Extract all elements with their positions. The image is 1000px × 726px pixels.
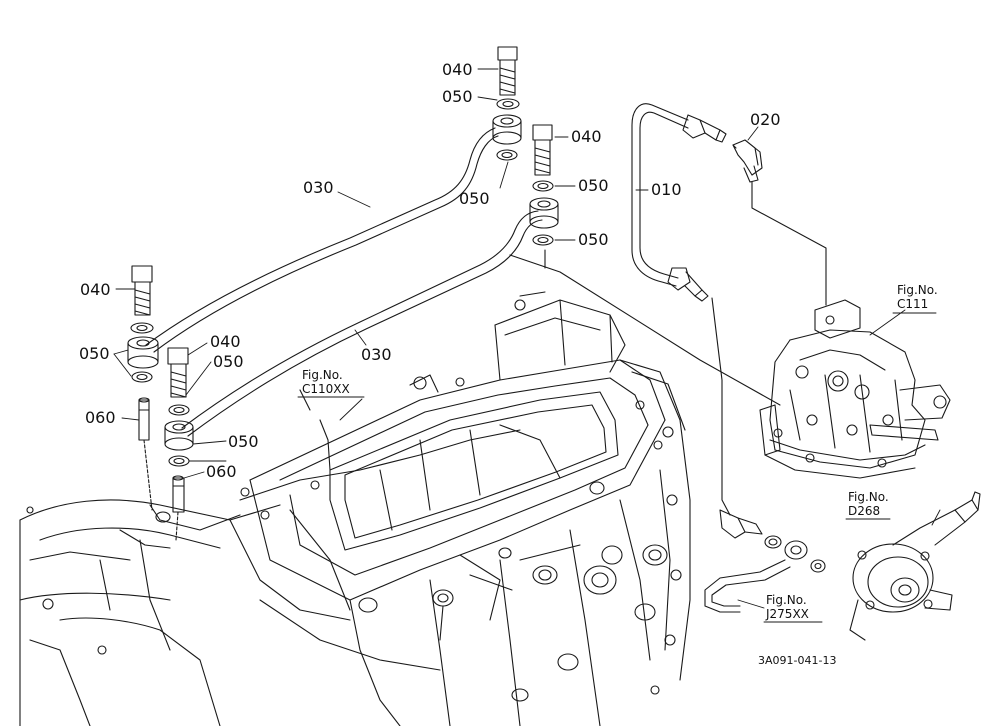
- fig-underlines: [297, 312, 937, 623]
- fig-ref-c111-number: C111: [897, 297, 929, 311]
- hydraulic-pump: [849, 491, 981, 641]
- washer-050-mid: [532, 180, 554, 192]
- pipe-030-lower: [181, 210, 543, 437]
- bolt-040-top: [497, 46, 518, 96]
- fig-ref-c110xx-title: Fig.No.: [302, 368, 343, 382]
- fig-ref-d268-number: D268: [848, 504, 881, 518]
- pipe-030-upper: [145, 127, 499, 353]
- return-pipe: [704, 509, 826, 613]
- elbow-020: [732, 139, 763, 183]
- washer-050-bottom: [168, 455, 190, 467]
- label-050-c: 050: [578, 230, 609, 249]
- label-030-lower: 030: [361, 345, 392, 364]
- transmission-housing: [19, 291, 691, 726]
- label-030-upper: 030: [303, 178, 334, 197]
- label-040-left: 040: [80, 280, 111, 299]
- drawing-code: 3A091-041-13: [758, 654, 837, 667]
- banjo-mid: [529, 197, 559, 229]
- bolt-040-mid: [532, 124, 553, 176]
- washer-050-low: [168, 404, 190, 416]
- fig-ref-j275xx: Fig.No. J275XX: [766, 593, 809, 621]
- label-040-mid: 040: [571, 127, 602, 146]
- label-040-low: 040: [210, 332, 241, 351]
- label-050-left: 050: [79, 344, 110, 363]
- washer-050-left-bottom: [131, 371, 153, 383]
- fig-ref-j275xx-title: Fig.No.: [766, 593, 807, 607]
- label-050-bottom: 050: [228, 432, 259, 451]
- label-040-top: 040: [442, 60, 473, 79]
- pin-060-bottom: [172, 475, 185, 541]
- washer-050-left-top: [130, 322, 154, 334]
- label-010: 010: [651, 180, 682, 199]
- control-valve: [759, 299, 951, 479]
- pipe-010: [631, 103, 689, 287]
- label-050-low: 050: [213, 352, 244, 371]
- label-020: 020: [750, 110, 781, 129]
- fitting-010-bottom: [667, 267, 709, 302]
- label-060-left: 060: [85, 408, 116, 427]
- label-050-top: 050: [442, 87, 473, 106]
- fig-ref-c110xx: Fig.No. C110XX: [302, 368, 350, 396]
- washer-050-under-top: [496, 149, 518, 161]
- fig-ref-c111: Fig.No. C111: [897, 283, 938, 311]
- pin-060-left: [138, 397, 153, 511]
- label-060-bottom: 060: [206, 462, 237, 481]
- fig-ref-j275xx-number: J275XX: [766, 607, 809, 621]
- washer-050-top: [496, 98, 520, 110]
- washer-050-under-mid: [532, 234, 554, 246]
- fig-ref-c111-title: Fig.No.: [897, 283, 938, 297]
- bolt-040-left: [131, 265, 153, 316]
- fitting-010-top: [682, 114, 727, 143]
- banjo-top: [492, 114, 522, 145]
- bolt-040-low: [167, 347, 189, 398]
- label-050-b: 050: [578, 176, 609, 195]
- fig-ref-d268: Fig.No. D268: [848, 490, 889, 518]
- banjo-left: [127, 336, 159, 369]
- fig-ref-c110xx-number: C110XX: [302, 382, 350, 396]
- fig-ref-d268-title: Fig.No.: [848, 490, 889, 504]
- label-050-a: 050: [459, 189, 490, 208]
- leader-lines: [113, 68, 941, 609]
